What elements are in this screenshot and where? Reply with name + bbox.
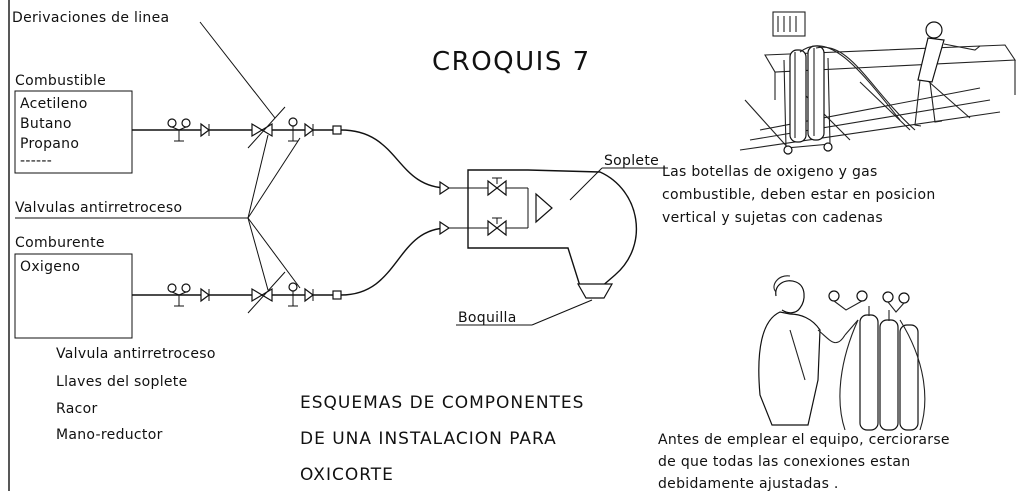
- fuel-line: [132, 117, 451, 196]
- note-top-line-3: vertical y sujetas con cadenas: [662, 210, 883, 226]
- cylinder-cart-illustration: [739, 11, 1016, 155]
- label-comburente: Comburente: [15, 235, 105, 251]
- label-butano: Butano: [20, 116, 72, 132]
- oxygen-check-valve-1: [200, 287, 210, 303]
- label-propano: Propano: [20, 136, 79, 152]
- subtitle-line-3: OXICORTE: [300, 465, 394, 485]
- leader-boquilla: [531, 299, 593, 326]
- fuel-branch-valve: [251, 122, 273, 138]
- fuel-check-valve-1: [200, 122, 210, 138]
- diagram-title: CROQUIS 7: [432, 47, 591, 77]
- subtitle-line-2: DE UNA INSTALACION PARA: [300, 429, 557, 449]
- oxygen-check-valve-2: [304, 287, 314, 303]
- combustible-box: [14, 90, 133, 174]
- legend-item-llaves: Llaves del soplete: [56, 374, 188, 390]
- label-derivaciones: Derivaciones de linea: [12, 10, 169, 26]
- label-boquilla: Boquilla: [458, 310, 517, 326]
- operator-regulators-illustration: [758, 275, 926, 431]
- oxygen-regulator-symbol: [167, 283, 191, 307]
- label-dashes: ------: [20, 153, 52, 169]
- leader-soplete: [569, 167, 603, 201]
- note-top-line-1: Las botellas de oxigeno y gas: [662, 164, 878, 180]
- legend-item-valvula: Valvula antirretroceso: [56, 346, 216, 362]
- fuel-hose: [340, 129, 449, 189]
- label-valvulas: Valvulas antirretroceso: [15, 200, 182, 216]
- note-top-line-2: combustible, deben estar en posicion: [662, 187, 936, 203]
- oxygen-gauge-symbol: [288, 282, 298, 307]
- fuel-regulator-symbol: [167, 118, 191, 142]
- torch-soplete: [449, 169, 637, 299]
- oxygen-branch-valve: [251, 287, 273, 303]
- oxygen-racor: [332, 290, 342, 300]
- fuel-branch-tick: [247, 106, 286, 149]
- comburente-box: [14, 253, 133, 339]
- label-soplete: Soplete: [604, 153, 659, 169]
- note-bottom-line-2: de que todas las conexiones estan: [658, 454, 910, 470]
- subtitle-line-1: ESQUEMAS DE COMPONENTES: [300, 393, 584, 413]
- subtitle-block: ESQUEMAS DE COMPONENTES DE UNA INSTALACI…: [300, 393, 584, 485]
- oxygen-branch-tick: [247, 271, 286, 314]
- fuel-racor: [332, 125, 342, 135]
- legend: Valvula antirretroceso Llaves del soplet…: [56, 346, 216, 443]
- label-acetileno: Acetileno: [20, 96, 88, 112]
- oxygen-hose: [340, 227, 449, 296]
- label-combustible: Combustible: [15, 73, 106, 89]
- legend-item-mano-reductor: Mano-reductor: [56, 427, 163, 443]
- note-bottom: Antes de emplear el equipo, cerciorarse …: [658, 432, 950, 491]
- leader-derivaciones: [199, 21, 276, 119]
- torch-mixer: [535, 192, 553, 224]
- fuel-check-valve-2: [304, 122, 314, 138]
- oxygen-line: [132, 220, 451, 307]
- note-bottom-line-3: debidamente ajustadas .: [658, 476, 839, 491]
- nozzle-boquilla: [576, 283, 614, 299]
- valvulas-leaders: [247, 134, 301, 291]
- label-oxigeno: Oxigeno: [20, 259, 80, 275]
- legend-item-racor: Racor: [56, 401, 98, 417]
- note-top: Las botellas de oxigeno y gas combustibl…: [662, 164, 936, 226]
- fuel-gauge-symbol: [288, 117, 298, 142]
- note-bottom-line-1: Antes de emplear el equipo, cerciorarse: [658, 432, 950, 448]
